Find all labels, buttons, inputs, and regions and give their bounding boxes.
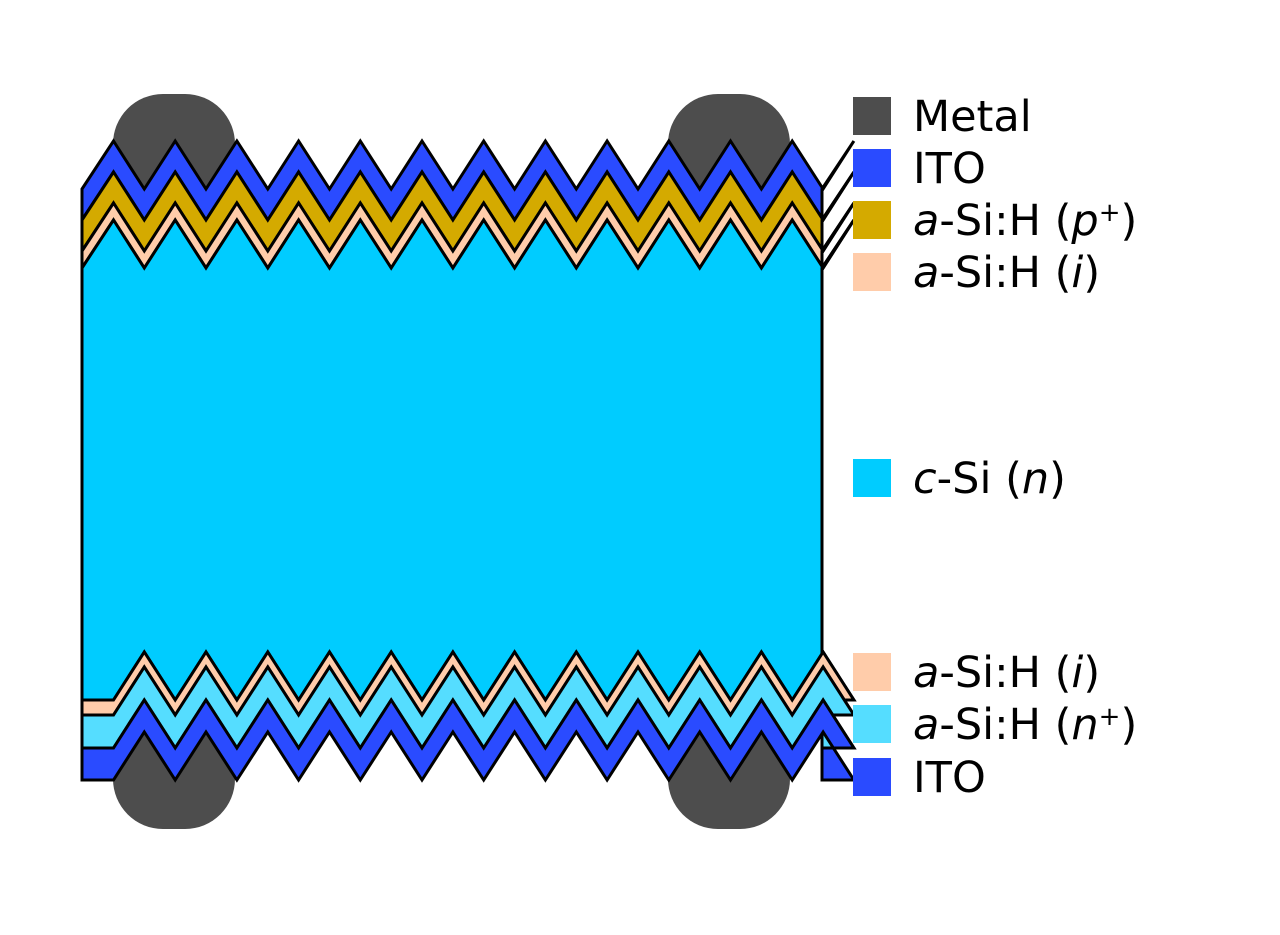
legend-swatch — [853, 705, 891, 743]
legend-label: a-Si:H (i) — [913, 648, 1100, 698]
legend-item-c-si: c-Si (n) — [853, 454, 1066, 504]
legend-item-ito-bottom: ITO — [853, 753, 986, 803]
legend-swatch — [853, 201, 891, 239]
layer-c-si-n — [80, 217, 857, 703]
legend-item-ito-top: ITO — [853, 144, 986, 194]
legend-item-metal: Metal — [853, 92, 1032, 142]
legend-swatch — [853, 653, 891, 691]
legend-swatch — [853, 758, 891, 796]
legend-item-i-top: a-Si:H (i) — [853, 248, 1100, 298]
legend-label: a-Si:H (p+) — [913, 196, 1137, 246]
legend-label: Metal — [913, 92, 1032, 142]
legend-swatch — [853, 253, 891, 291]
legend-swatch — [853, 459, 891, 497]
legend-label: ITO — [913, 753, 986, 803]
legend-swatch — [853, 149, 891, 187]
legend-label: a-Si:H (n+) — [913, 700, 1137, 750]
legend-item-p-plus: a-Si:H (p+) — [853, 196, 1137, 246]
legend-label: ITO — [913, 144, 986, 194]
cell-cross-section — [80, 94, 857, 829]
layer-ito-bottom — [80, 697, 857, 783]
legend-item-n-plus: a-Si:H (n+) — [853, 700, 1137, 750]
legend-label: a-Si:H (i) — [913, 248, 1100, 298]
legend-swatch — [853, 97, 891, 135]
legend-item-i-bottom: a-Si:H (i) — [853, 648, 1100, 698]
legend-label: c-Si (n) — [913, 454, 1066, 504]
